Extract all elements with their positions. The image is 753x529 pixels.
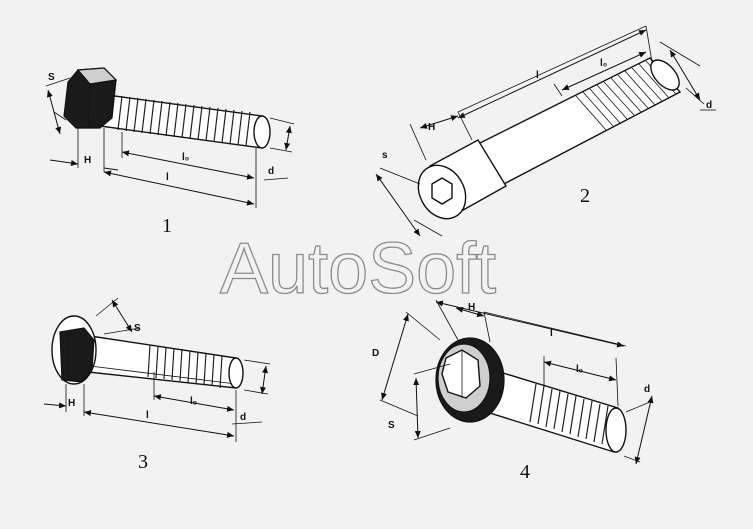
fig3-label-l: l xyxy=(146,410,149,421)
fig1-label-s: S xyxy=(48,72,55,83)
fig1-label-d: d xyxy=(268,166,274,177)
fig4-label-d-big: D xyxy=(372,348,379,359)
fig4-label-h: H xyxy=(468,302,475,313)
fig4-hex-head xyxy=(441,349,481,399)
fig4-number: 4 xyxy=(520,461,530,483)
figure-2-socket-cap-screw: H l₀ l d s 2 xyxy=(375,25,716,237)
fig2-label-h: H xyxy=(428,122,435,133)
fig3-label-l0: lₒ xyxy=(190,396,197,407)
fig3-thread xyxy=(147,344,223,389)
fig3-number: 3 xyxy=(138,451,148,473)
watermark: AutoSoft xyxy=(220,229,496,309)
fig1-label-l: l xyxy=(166,172,169,183)
fig4-label-l: l xyxy=(550,328,553,339)
figure-1-hex-bolt: S H l₀ l d 1 xyxy=(45,67,295,237)
fig3-label-d: d xyxy=(240,412,246,423)
fig2-label-d: d xyxy=(706,100,712,111)
fig3-square-neck xyxy=(59,327,95,383)
fig1-label-l0: l₀ xyxy=(182,152,189,163)
fig3-label-s: S xyxy=(134,323,141,334)
fig4-label-s: S xyxy=(388,420,395,431)
figure-3-round-head-bolt: S H lₒ l d 3 xyxy=(43,297,271,473)
fig4-label-l0: lₒ xyxy=(576,364,583,375)
fig4-shank-end xyxy=(605,407,627,453)
fig1-shank-end xyxy=(253,115,271,149)
fig4-label-d: d xyxy=(644,384,650,395)
fig3-label-h: H xyxy=(68,398,75,409)
fig2-hex-socket xyxy=(431,177,453,205)
fig3-shank-end xyxy=(228,357,244,389)
fig1-number: 1 xyxy=(162,215,172,237)
fig2-label-l: l xyxy=(536,70,539,81)
fig1-thread xyxy=(117,95,251,147)
fig2-shank xyxy=(468,57,682,187)
figure-4-flange-bolt: H l lₒ D S d 4 xyxy=(372,299,654,483)
fig2-label-s: s xyxy=(382,150,388,161)
fig1-label-h: H xyxy=(84,155,91,166)
fig4-thread xyxy=(529,383,609,445)
fig1-head-top xyxy=(76,67,118,85)
fig2-number: 2 xyxy=(580,185,590,207)
fig1-shank xyxy=(99,93,263,149)
fig2-label-l0: l₀ xyxy=(600,58,607,69)
